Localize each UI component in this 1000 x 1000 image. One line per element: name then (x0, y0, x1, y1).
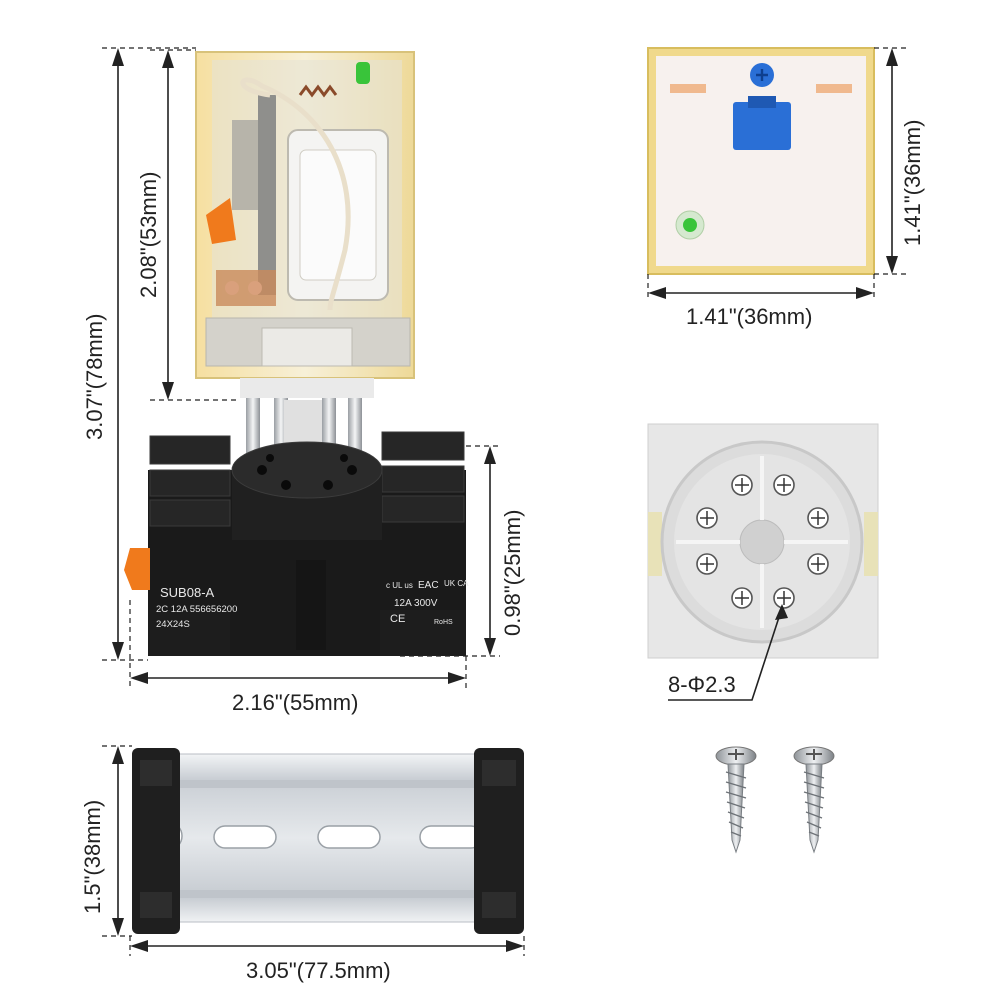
dim-rail-height-label: 1.5"(38mm) (80, 800, 105, 914)
dim-total-height-label: 3.07"(78mm) (82, 314, 107, 440)
relay-latch (206, 198, 236, 244)
bottom-view-center (739, 519, 785, 565)
dim-top-view-height: 1.41"(36mm) (874, 47, 925, 275)
socket-model-text: SUB08-A (160, 585, 215, 600)
top-view-slot-left (670, 84, 706, 93)
test-button (733, 102, 791, 150)
relay-armature (258, 95, 276, 295)
socket-cert-eac: EAC (418, 580, 439, 591)
screw-icon (793, 746, 835, 854)
relay-wire (240, 77, 351, 311)
socket-rating-text: 12A 300V (394, 598, 438, 609)
socket-right-terminals (381, 431, 465, 523)
dim-socket-height-label: 0.98"(25mm) (500, 510, 525, 636)
dim-rail-height: 1.5"(38mm) (80, 745, 132, 937)
socket-left-terminals (149, 435, 231, 527)
socket-size-text: 24X24S (156, 619, 190, 630)
dim-rail-width-label: 3.05"(77.5mm) (246, 958, 391, 983)
hole-callout: 8-Φ2.3 (668, 672, 736, 697)
relay-top-view (647, 47, 875, 275)
dim-socket-width-label: 2.16"(55mm) (232, 690, 358, 715)
top-view-slot-right (816, 84, 852, 93)
rail-end-stop-right (474, 748, 524, 934)
dim-rail-width: 3.05"(77.5mm) (129, 936, 525, 983)
relay-side-view (195, 51, 415, 480)
relay-contacts (216, 270, 276, 306)
rail-end-stop-left (132, 748, 180, 934)
socket-bottom-view: 8-Φ2.3 (647, 423, 879, 701)
dim-relay-body-height: 2.08"(53mm) (136, 49, 240, 401)
socket-cert-ul: c UL us (386, 581, 413, 590)
dim-socket-height: 0.98"(25mm) (400, 445, 525, 657)
dim-top-view-width-label: 1.41"(36mm) (686, 304, 812, 329)
dim-socket-width: 2.16"(55mm) (129, 600, 467, 715)
din-rail (132, 748, 524, 934)
socket-holes (257, 454, 357, 490)
relay-led (356, 62, 370, 84)
socket-release-clip (124, 548, 150, 590)
socket-spec-text: 2C 12A 556656200 (156, 604, 237, 615)
dim-top-view-height-label: 1.41"(36mm) (900, 120, 925, 246)
socket-side-view: SUB08-A 2C 12A 556656200 24X24S c UL us … (124, 431, 469, 656)
relay-neck (240, 378, 374, 398)
socket-cert-ukca: UK CA (444, 579, 469, 588)
dim-body-height-label: 2.08"(53mm) (136, 172, 161, 298)
socket-cert-ce: CE (390, 613, 405, 625)
dim-relay-total-height: 3.07"(78mm) (82, 47, 196, 661)
hole-callout-leader (668, 607, 783, 701)
relay-spring (298, 84, 338, 98)
screw-icon (715, 746, 757, 854)
dim-top-view-width: 1.41"(36mm) (647, 274, 875, 329)
bottom-view-terminals (696, 474, 829, 609)
socket-cert-rohs: RoHS (434, 619, 453, 626)
